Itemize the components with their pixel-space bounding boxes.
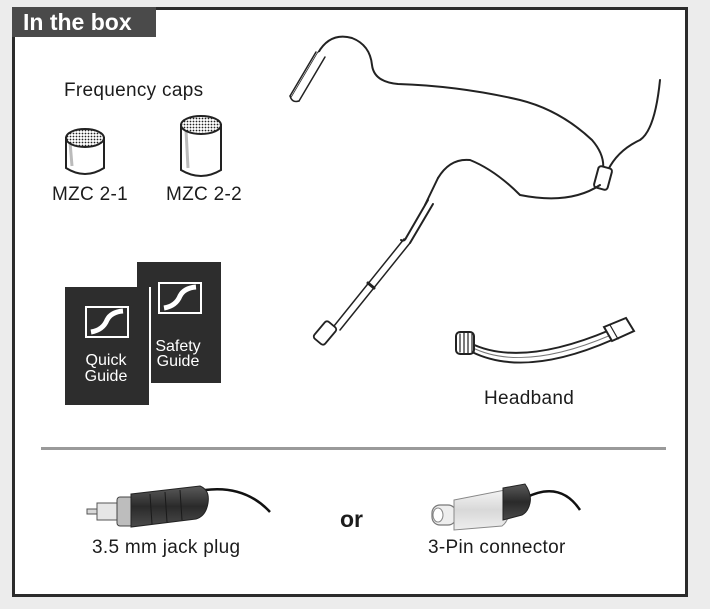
- cap-mzc-2-2-label: MZC 2-2: [166, 184, 242, 205]
- sennheiser-logo-icon: [158, 282, 202, 314]
- jack-plug-label: 3.5 mm jack plug: [92, 537, 241, 558]
- frequency-caps-heading: Frequency caps: [64, 80, 204, 101]
- headset-microphone-icon: [289, 35, 661, 346]
- three-pin-connector-icon: [431, 483, 582, 531]
- cap-mzc-2-1-label: MZC 2-1: [52, 184, 128, 205]
- headband-icon: [455, 316, 636, 364]
- quick-guide-line1: Quick: [85, 352, 127, 369]
- three-pin-connector-label: 3-Pin connector: [428, 537, 566, 558]
- safety-guide-booklet: Safety Guide: [137, 262, 221, 383]
- safety-guide-line1: Safety: [155, 338, 201, 355]
- quick-guide-line2: Guide: [84, 368, 128, 385]
- or-label: or: [340, 506, 363, 532]
- sennheiser-logo-icon: [85, 306, 129, 338]
- section-title: In the box: [12, 7, 156, 37]
- headband-label: Headband: [484, 388, 575, 409]
- cap-mzc-2-1-icon: [65, 128, 105, 175]
- safety-guide-line2: Guide: [156, 353, 200, 370]
- jack-plug-icon: [86, 485, 271, 528]
- divider: [41, 447, 666, 450]
- quick-guide-booklet: Quick Guide: [65, 287, 151, 405]
- cap-mzc-2-2-icon: [180, 115, 222, 177]
